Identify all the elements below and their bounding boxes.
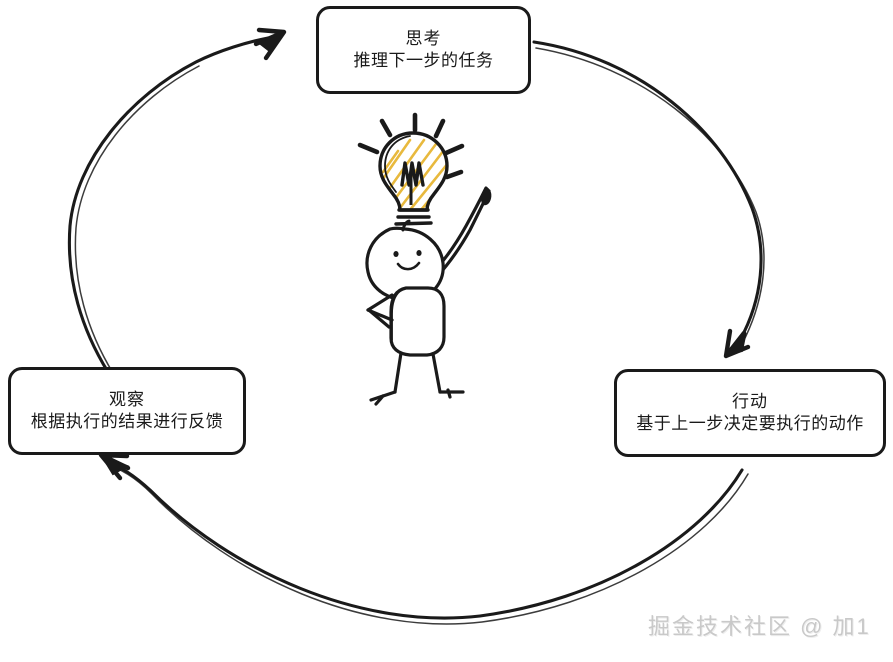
light-rays-icon [357, 112, 465, 180]
node-act[interactable]: 行动 基于上一步决定要执行的动作 [614, 369, 886, 457]
filament-icon [400, 161, 425, 187]
figure-face [393, 250, 422, 271]
watermark-text: 掘金技术社区 @ 加1 [648, 614, 871, 639]
figure-body [389, 286, 446, 357]
lightbulb-icon [378, 131, 449, 226]
hip-arm [366, 293, 394, 329]
node-think[interactable]: 思考 推理下一步的任务 [316, 6, 531, 94]
node-observe-description: 根据执行的结果进行反馈 [30, 412, 224, 431]
node-act-description: 基于上一步决定要执行的动作 [636, 414, 864, 433]
node-observe[interactable]: 观察 根据执行的结果进行反馈 [8, 367, 246, 455]
node-act-title: 行动 [732, 392, 768, 412]
node-think-title: 思考 [405, 29, 442, 49]
edge-act-to-observe [98, 452, 749, 625]
edge-think-to-act [532, 40, 765, 359]
pointing-finger [481, 186, 492, 206]
edge-observe-to-think [67, 27, 287, 374]
stick-figure-illustration [357, 112, 492, 406]
node-think-description: 推理下一步的任务 [353, 51, 494, 70]
figure-legs [369, 351, 465, 406]
lightbulb-base [394, 208, 433, 226]
node-observe-title: 观察 [109, 390, 145, 410]
